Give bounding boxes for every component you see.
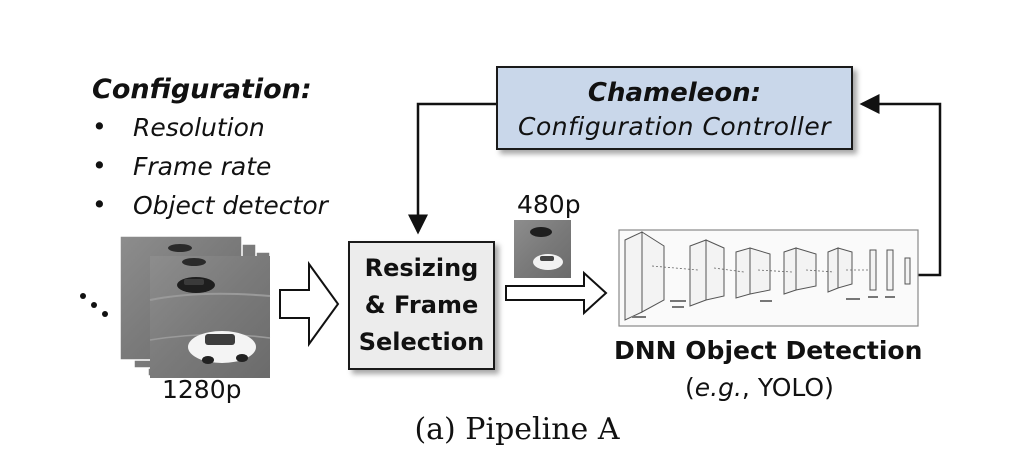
configuration-heading: Configuration: [92,74,312,105]
dnn-architecture-panel [618,229,919,327]
detector-subtitle-open: ( [685,373,695,402]
resizer-line-1: Resizing [364,254,479,282]
config-item-label: Resolution [133,113,265,142]
input-resolution-label: 1280p [162,375,242,404]
controller-subtitle: Configuration Controller [517,112,831,141]
detector-subtitle-rest: , YOLO) [741,373,834,402]
config-item-label: Object detector [133,191,328,220]
more-frames-ellipsis [80,291,112,321]
output-resolution-label: 480p [517,190,581,219]
resizer-line-2: & Frame [364,291,479,319]
detector-title: DNN Object Detection [614,336,923,365]
input-frame-stack [119,235,271,378]
resizing-frame-selection-box: Resizing & Frame Selection [348,241,495,370]
detector-subtitle-eg: e.g. [694,373,742,402]
figure-caption: (a) Pipeline A [414,412,620,447]
controller-title: Chameleon: [587,78,762,108]
bullet-icon: • [92,151,107,180]
output-frame-thumbnail [514,220,571,278]
bullet-icon: • [92,112,107,141]
resizer-line-3: Selection [358,328,485,356]
controller-to-resizer-wire [408,102,496,235]
detector-to-controller-wire [859,94,942,277]
frames-to-resizer-arrow [279,260,340,348]
configuration-controller-box: Chameleon: Configuration Controller [496,66,853,150]
input-frame-front [149,244,271,378]
detector-subtitle: (e.g., YOLO) [685,373,834,402]
bullet-icon: • [92,190,107,219]
config-item-label: Frame rate [133,152,272,181]
resizer-to-detector-arrow [505,270,608,316]
